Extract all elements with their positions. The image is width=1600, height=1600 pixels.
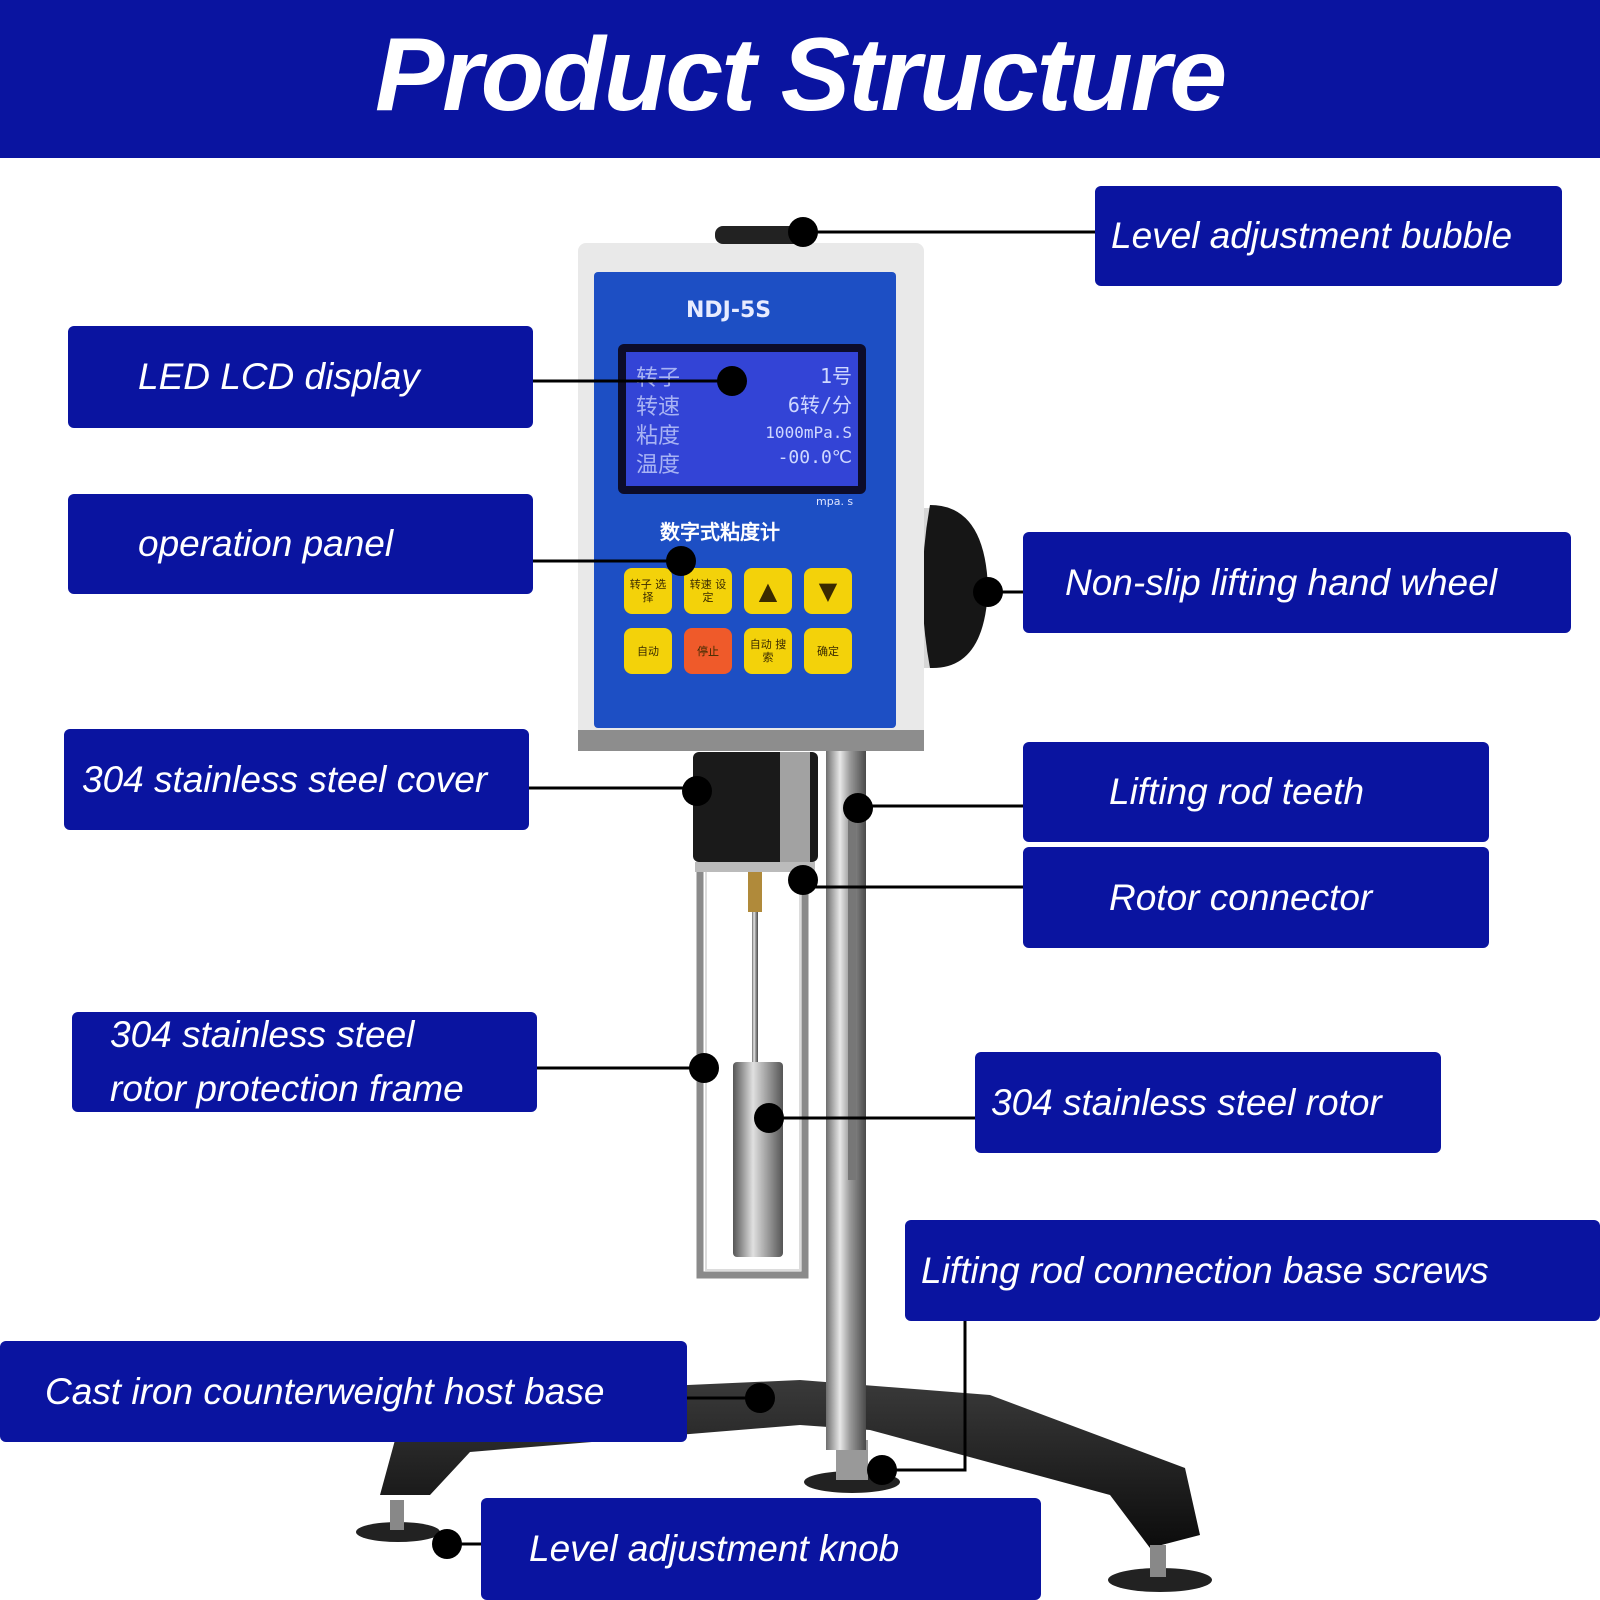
- level-foot-left-stem: [390, 1500, 404, 1530]
- label-steel-rotor: 304 stainless steel rotor: [975, 1052, 1441, 1153]
- rotor-shaft: [752, 912, 758, 1062]
- keypad: 转子 选择转速 设定 ▲ ▼ 自动停止自动 搜索确定: [624, 568, 864, 674]
- label-base-screws: Lifting rod connection base screws: [905, 1220, 1600, 1321]
- page-title: Product Structure: [374, 16, 1227, 133]
- lcd-row: 转子 1号: [636, 364, 852, 391]
- keypad-key[interactable]: 转速 设定: [684, 568, 732, 614]
- lcd-readout: 转子 1号 转速 6转/分 粘度 1000mPa.S 温度 -00.0℃: [636, 360, 852, 478]
- lifting-rod-teeth: [848, 820, 856, 1180]
- label-frame-line1: 304 stainless steel: [110, 1014, 415, 1055]
- label-rotor-connector: Rotor connector: [1023, 847, 1489, 948]
- keypad-key[interactable]: 确定: [804, 628, 852, 674]
- keypad-key[interactable]: 转子 选择: [624, 568, 672, 614]
- level-bubble: [715, 226, 815, 244]
- keypad-key[interactable]: 自动 搜索: [744, 628, 792, 674]
- label-operation-panel: operation panel: [68, 494, 533, 594]
- label-level-knob: Level adjustment knob: [481, 1498, 1041, 1600]
- label-hand-wheel: Non-slip lifting hand wheel: [1023, 532, 1571, 633]
- rotor: [733, 1062, 783, 1257]
- lcd-unit: mpa. s: [816, 495, 854, 508]
- label-steel-cover: 304 stainless steel cover: [64, 729, 529, 830]
- device-model: NDJ-5S: [686, 298, 772, 323]
- keypad-key[interactable]: 自动: [624, 628, 672, 674]
- rotor-connector: [748, 872, 762, 912]
- label-protection-frame: 304 stainless steel rotor protection fra…: [72, 1012, 537, 1112]
- label-level-bubble: Level adjustment bubble: [1095, 186, 1562, 286]
- keypad-key[interactable]: 停止: [684, 628, 732, 674]
- level-foot-right-stem: [1150, 1545, 1166, 1577]
- label-frame-line2: rotor protection frame: [110, 1068, 464, 1109]
- hand-wheel: [922, 505, 988, 669]
- level-foot-right: [1108, 1568, 1212, 1592]
- keypad-key[interactable]: ▼: [804, 568, 852, 614]
- lifting-rod: [826, 740, 866, 1450]
- label-lcd-display: LED LCD display: [68, 326, 533, 428]
- lcd-row: 转速 6转/分: [636, 393, 852, 420]
- label-host-base: Cast iron counterweight host base: [0, 1341, 687, 1442]
- level-foot-left: [356, 1522, 440, 1542]
- device-name: 数字式粘度计: [660, 520, 780, 544]
- label-rod-teeth: Lifting rod teeth: [1023, 742, 1489, 842]
- keypad-key[interactable]: ▲: [744, 568, 792, 614]
- lcd-row: 温度 -00.0℃: [636, 447, 852, 478]
- title-banner: Product Structure: [0, 0, 1600, 158]
- lcd-row: 粘度 1000mPa.S: [636, 423, 852, 449]
